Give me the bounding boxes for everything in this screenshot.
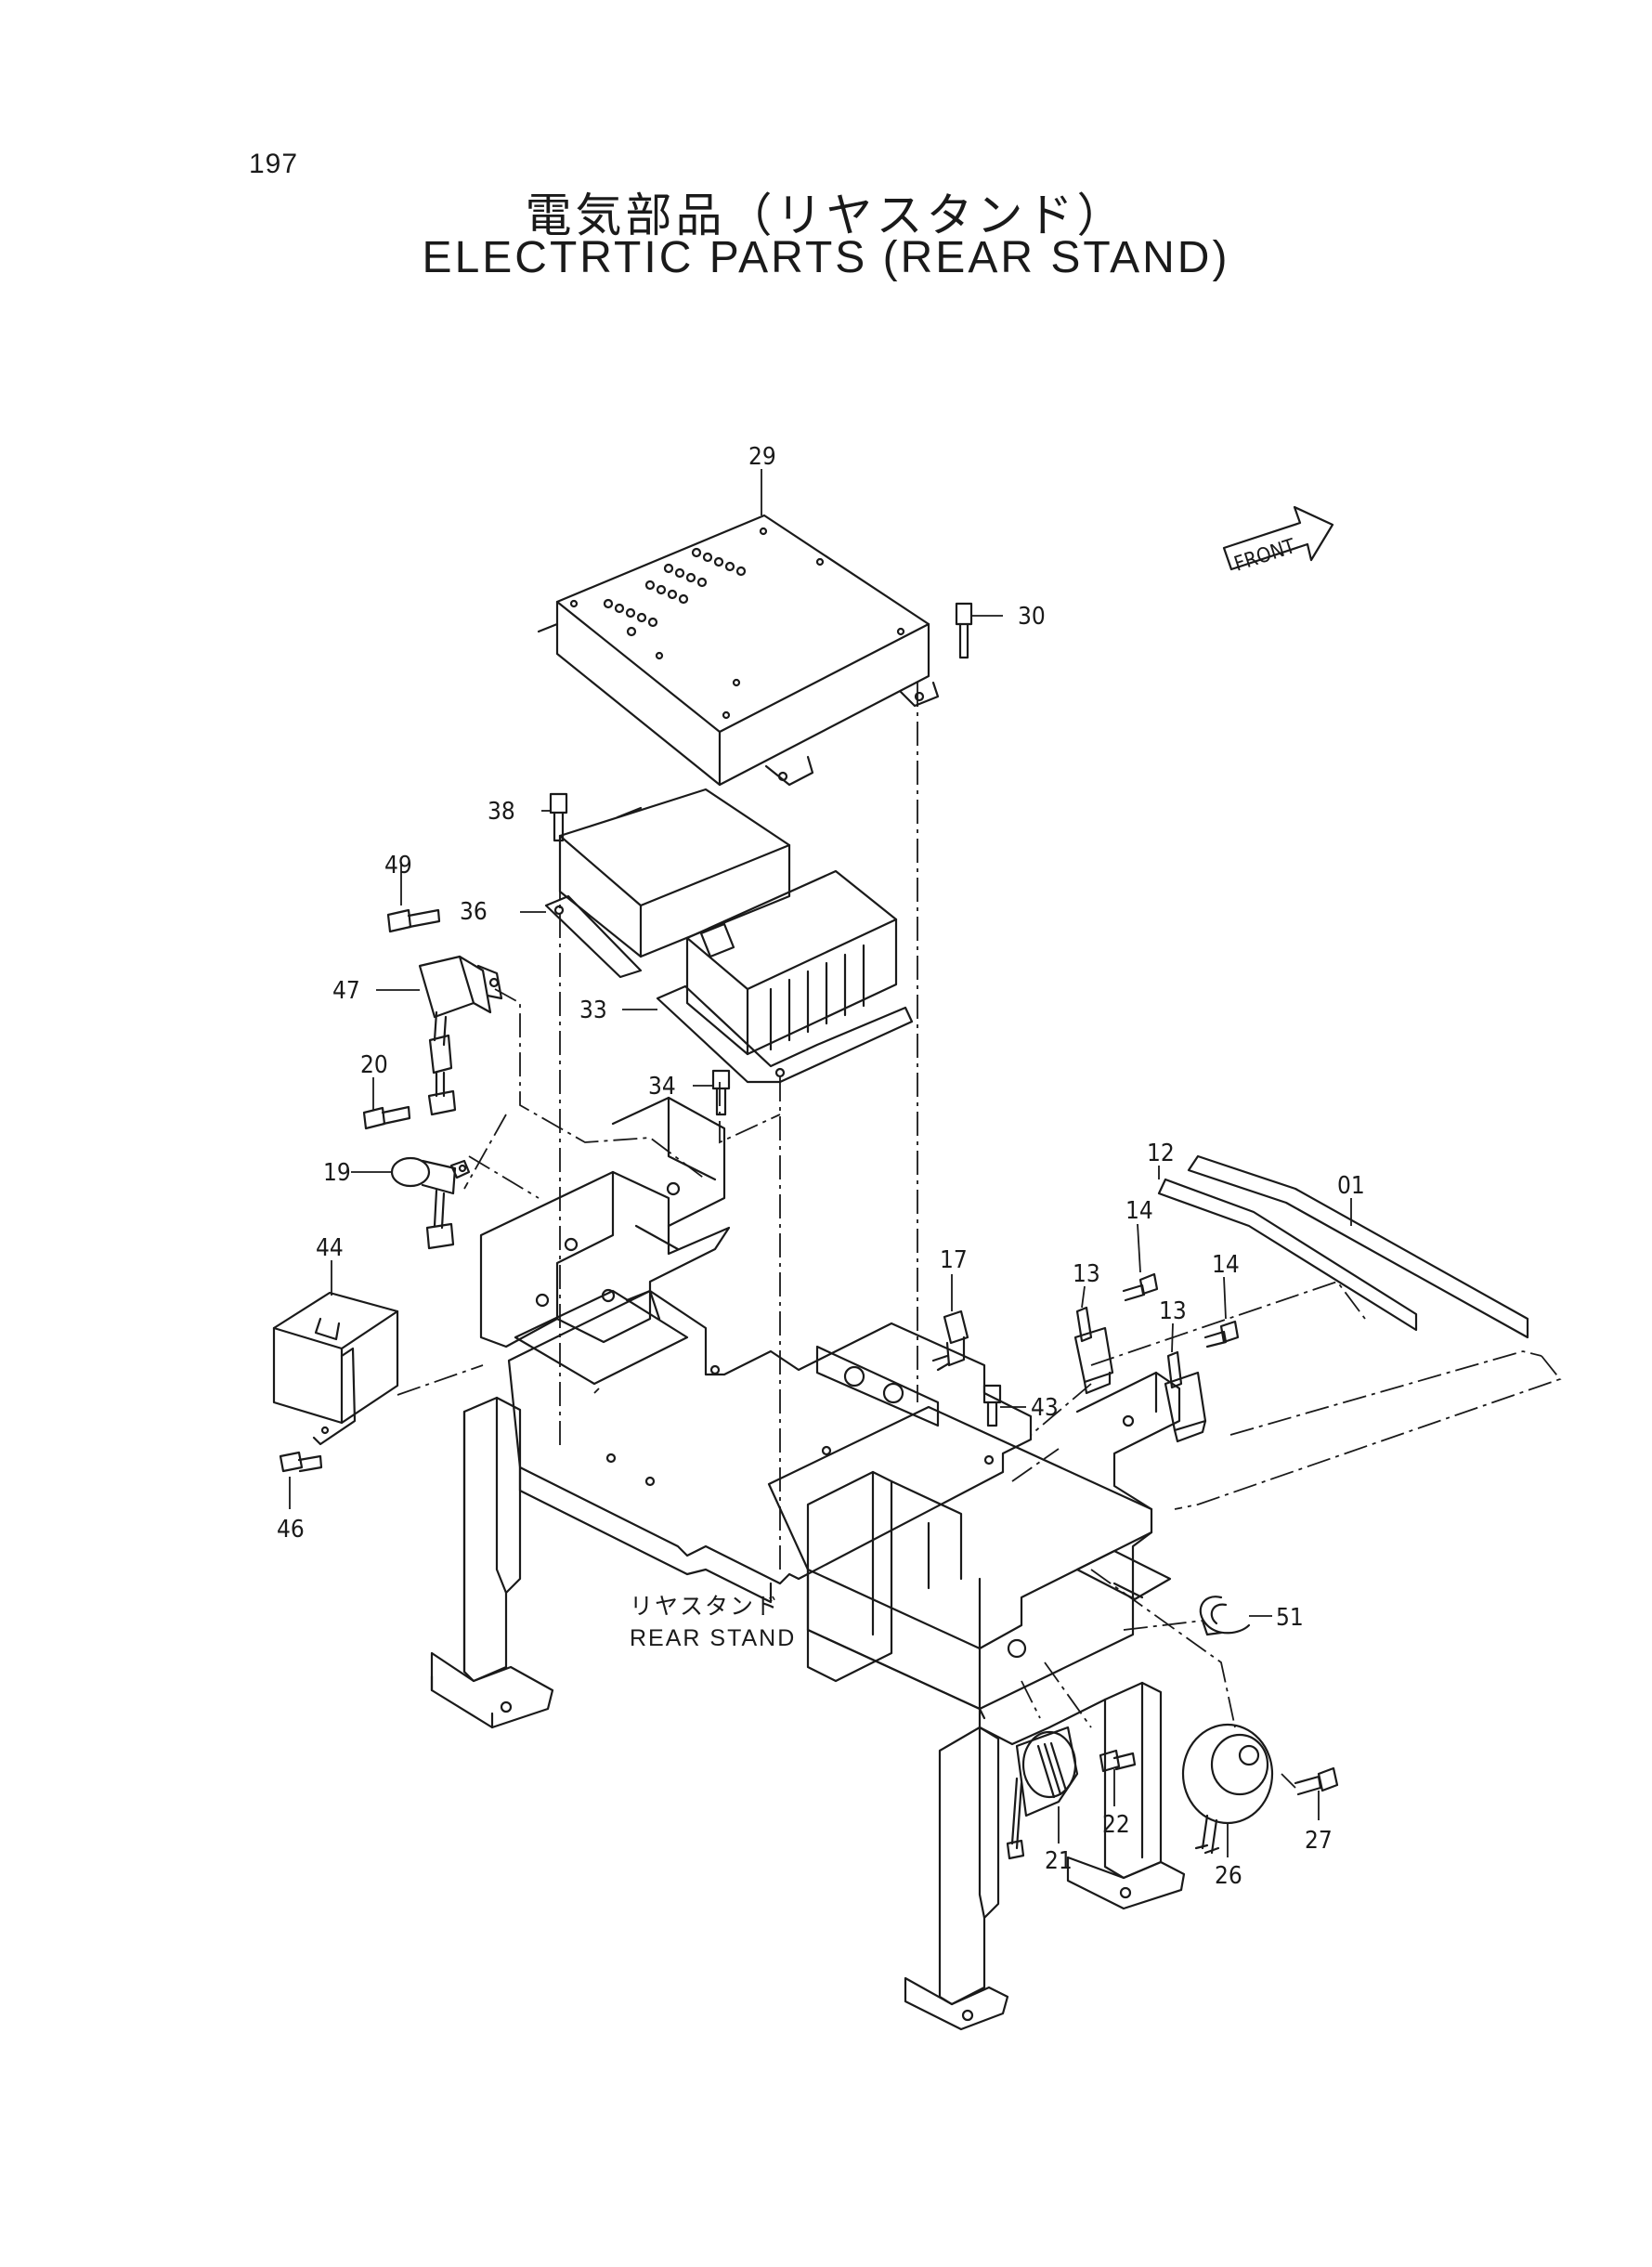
bolt-part-20 xyxy=(362,1105,411,1130)
callout-44: 44 xyxy=(316,1234,344,1262)
callout-21: 21 xyxy=(1045,1847,1073,1875)
callout-12: 12 xyxy=(1147,1140,1175,1167)
callout-22: 22 xyxy=(1102,1811,1130,1839)
front-label: FRONT xyxy=(1231,535,1299,577)
sensor-part-19 xyxy=(390,1156,471,1250)
bolt-part-46 xyxy=(279,1451,323,1473)
cover-unit-part-36 xyxy=(544,788,791,979)
callout-17: 17 xyxy=(940,1246,968,1274)
callout-13-lower: 13 xyxy=(1159,1297,1187,1325)
controller-box-part-29 xyxy=(537,514,940,787)
assembly-guide-lines xyxy=(397,683,1562,1789)
connector-part-17 xyxy=(931,1309,969,1372)
callout-34: 34 xyxy=(648,1073,676,1101)
bolt-part-30 xyxy=(955,602,973,659)
control-unit-part-44 xyxy=(272,1291,399,1446)
front-direction-arrow xyxy=(1222,505,1334,571)
bolt-part-14-upper xyxy=(1122,1272,1159,1302)
heatsink-controller-part-33 xyxy=(656,869,914,1084)
callout-46: 46 xyxy=(277,1516,305,1544)
page-number: 197 xyxy=(249,149,299,179)
relay-part-47 xyxy=(418,955,503,1116)
callout-33: 33 xyxy=(579,997,607,1024)
clamp-part-51 xyxy=(1199,1596,1251,1636)
rear-stand-label-english: REAR STAND xyxy=(630,1625,796,1651)
callout-14-lower: 14 xyxy=(1212,1251,1240,1279)
cover-strip-part-01 xyxy=(1187,1154,1529,1339)
bolt-part-38 xyxy=(549,792,568,842)
page-title-english: ELECTRTIC PARTS (REAR STAND) xyxy=(422,233,1230,282)
callout-26: 26 xyxy=(1215,1862,1242,1890)
switch-part-13-upper xyxy=(1073,1306,1114,1395)
bolt-part-14-lower xyxy=(1203,1320,1240,1348)
bolt-part-34 xyxy=(711,1069,731,1116)
switch-part-13-lower xyxy=(1164,1350,1207,1443)
bolt-part-22 xyxy=(1099,1749,1137,1773)
callout-01: 01 xyxy=(1337,1172,1365,1200)
callout-38: 38 xyxy=(488,798,515,826)
horn-part-21 xyxy=(1006,1726,1079,1860)
cover-strip-part-12 xyxy=(1157,1178,1418,1332)
callout-numbers: 29 30 38 36 49 47 33 34 20 19 44 46 12 0… xyxy=(277,443,1365,1890)
callout-20: 20 xyxy=(360,1051,388,1079)
callout-47: 47 xyxy=(332,977,360,1005)
bolt-part-43 xyxy=(982,1384,1002,1427)
callout-29: 29 xyxy=(748,443,776,471)
callout-30: 30 xyxy=(1018,603,1046,631)
callout-27: 27 xyxy=(1305,1827,1333,1855)
callout-leader-lines xyxy=(289,469,1352,1857)
bolt-part-49 xyxy=(386,908,441,933)
callout-51: 51 xyxy=(1276,1604,1304,1632)
callout-43: 43 xyxy=(1031,1394,1059,1422)
callout-13-upper: 13 xyxy=(1073,1260,1100,1288)
callout-36: 36 xyxy=(460,898,488,926)
page-title-japanese: 電気部品（リヤスタンド） xyxy=(525,189,1127,242)
rear-stand-frame xyxy=(430,1096,1186,2031)
callout-49: 49 xyxy=(384,852,412,879)
bolt-part-27 xyxy=(1294,1766,1339,1796)
callout-19: 19 xyxy=(323,1159,351,1187)
rear-stand-label-japanese: リヤスタンド xyxy=(630,1594,780,1620)
callout-14-upper: 14 xyxy=(1125,1197,1153,1225)
